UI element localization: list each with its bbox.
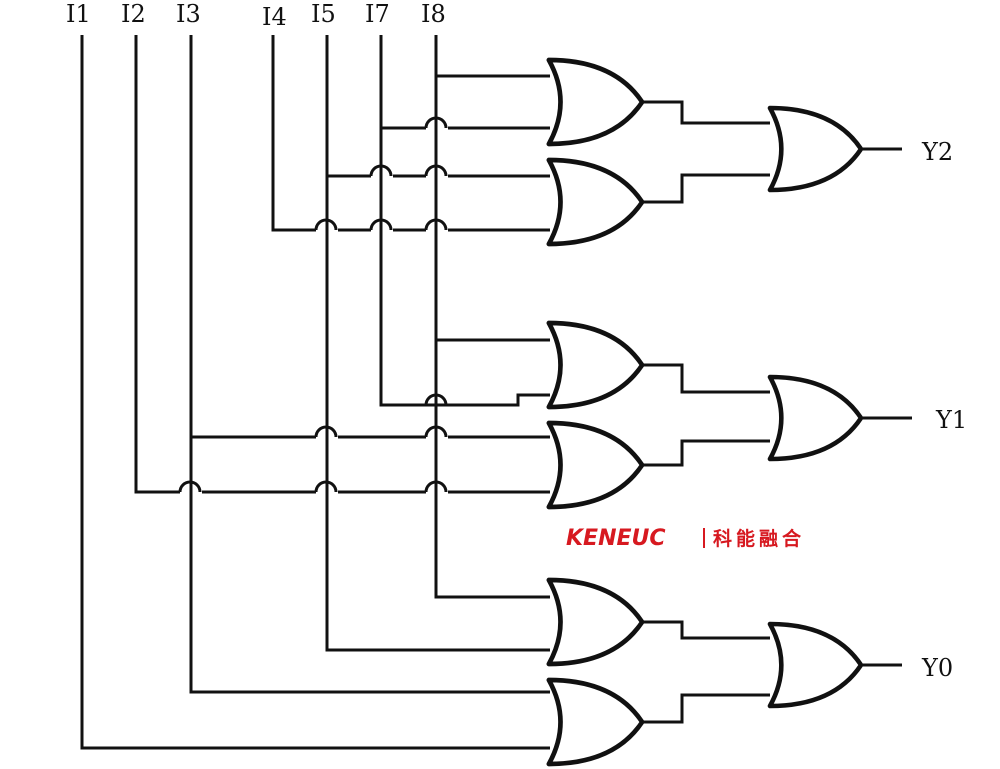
- or-gate-5: [549, 580, 642, 664]
- input-wires: [80, 35, 550, 750]
- or-gate-y1: [770, 377, 861, 459]
- input-label-i4: I4: [262, 3, 287, 31]
- watermark-logo: KENEUC 科能融合: [566, 526, 805, 551]
- output-label-y2: Y2: [921, 138, 953, 166]
- input-label-i5: I5: [311, 0, 336, 28]
- wire-i2: [134, 35, 550, 494]
- stage1-to-stage2-wires: [643, 100, 770, 724]
- wire-i8: [434, 35, 550, 599]
- wire-i1: [80, 35, 550, 750]
- input-label-i1: I1: [66, 0, 91, 28]
- or-gate-6: [549, 680, 642, 764]
- output-label-y1: Y1: [935, 406, 967, 434]
- wire-i7: [379, 35, 550, 407]
- input-label-i8: I8: [421, 0, 446, 28]
- watermark-cn: 科能融合: [713, 527, 805, 550]
- or-gate-4: [549, 423, 642, 507]
- or-gate-y2: [770, 108, 861, 190]
- crossover-hops: [178, 116, 448, 493]
- input-label-i7: I7: [365, 0, 390, 28]
- or-gate-y0: [770, 624, 861, 706]
- or-gate-2: [549, 160, 642, 244]
- output-wires: [863, 147, 912, 667]
- wire-i5: [325, 35, 550, 652]
- output-label-y0: Y0: [921, 654, 953, 682]
- watermark-brand: KENEUC: [566, 526, 666, 551]
- input-label-i3: I3: [176, 0, 201, 28]
- or-gate-3: [549, 323, 642, 407]
- input-label-i2: I2: [121, 0, 146, 28]
- or-gate-1: [549, 60, 642, 144]
- wire-i3: [189, 35, 550, 694]
- wire-i4: [271, 35, 550, 232]
